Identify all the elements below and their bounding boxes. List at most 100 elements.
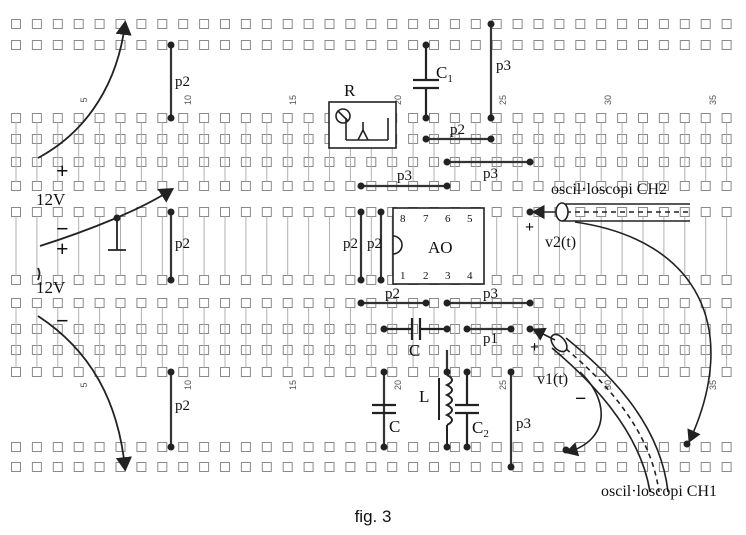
breadboard-hole	[345, 181, 356, 191]
breadboard-hole	[366, 442, 377, 452]
breadboard-hole	[429, 113, 439, 123]
breadboard-hole	[261, 442, 272, 452]
breadboard-hole	[408, 19, 419, 29]
breadboard-hole	[73, 442, 84, 452]
column-number: 35	[708, 95, 718, 105]
breadboard-hole	[617, 442, 628, 452]
breadboard-hole	[617, 19, 628, 29]
breadboard-hole	[31, 462, 42, 472]
breadboard-hole	[157, 19, 168, 29]
breadboard-hole	[115, 298, 126, 308]
column-number: 30	[603, 95, 613, 105]
breadboard-hole	[533, 181, 544, 191]
breadboard-hole	[721, 275, 732, 285]
opamp-pin-1: 1	[400, 270, 406, 282]
breadboard-hole	[240, 298, 251, 308]
breadboard-hole	[220, 367, 230, 377]
breadboard-hole	[115, 367, 126, 377]
breadboard-hole	[596, 442, 607, 452]
breadboard-hole	[199, 367, 210, 377]
inductor-label: L	[419, 387, 429, 406]
breadboard-hole	[638, 442, 648, 452]
breadboard-hole	[220, 181, 230, 191]
opamp-pins-top: 8 7 6 5	[400, 213, 473, 225]
breadboard-hole	[178, 181, 189, 191]
breadboard-hole	[31, 442, 42, 452]
breadboard-hole	[31, 367, 42, 377]
breadboard-hole	[700, 275, 711, 285]
label-p2-f: p2	[367, 236, 382, 252]
column-number: 25	[498, 95, 508, 105]
breadboard-hole	[638, 367, 648, 377]
capacitor-c-left-label: C	[389, 417, 400, 436]
breadboard-hole	[11, 19, 21, 29]
breadboard-hole	[408, 40, 419, 50]
breadboard-hole	[617, 275, 628, 285]
breadboard-hole	[282, 181, 293, 191]
breadboard-hole	[470, 181, 481, 191]
source-top-minus: −	[56, 216, 69, 241]
breadboard-hole	[575, 275, 586, 285]
breadboard-hole	[596, 19, 607, 29]
breadboard-hole	[157, 442, 168, 452]
breadboard-hole	[408, 462, 419, 472]
breadboard-hole	[136, 19, 147, 29]
breadboard-hole	[136, 298, 147, 308]
breadboard-hole	[240, 181, 251, 191]
label-p1: p1	[483, 331, 498, 347]
opamp-pin-6: 6	[445, 213, 451, 225]
breadboard-hole	[199, 19, 210, 29]
breadboard-hole	[679, 113, 690, 123]
breadboard-hole	[94, 275, 105, 285]
source-top-wires	[37, 20, 175, 251]
breadboard-hole	[199, 275, 210, 285]
capacitor-c1	[413, 45, 439, 118]
breadboard-hole	[115, 181, 126, 191]
source-top-voltage: 12V	[36, 190, 66, 209]
breadboard-hole	[512, 40, 523, 50]
breadboard-hole	[387, 367, 398, 377]
breadboard-hole	[596, 40, 607, 50]
breadboard-hole	[470, 442, 481, 452]
probe-ch2-label: oscil·loscopi CH2	[551, 181, 667, 198]
capacitor-c-left	[372, 403, 396, 415]
breadboard-hole	[721, 298, 732, 308]
breadboard-hole	[282, 298, 293, 308]
breadboard-hole	[408, 367, 419, 377]
breadboard-hole	[240, 275, 251, 285]
breadboard-hole	[700, 442, 711, 452]
label-p3-b: p3	[483, 166, 498, 182]
breadboard-hole	[178, 462, 189, 472]
probe-v1-label: v1(t)	[537, 371, 568, 388]
breadboard-hole	[11, 298, 21, 308]
breadboard-hole	[11, 181, 21, 191]
label-p2-g: p2	[385, 286, 400, 302]
breadboard-hole	[73, 207, 84, 217]
breadboard-hole	[596, 113, 607, 123]
column-number: 10	[183, 380, 193, 390]
breadboard-hole	[345, 40, 356, 50]
breadboard-hole	[491, 462, 502, 472]
breadboard-hole	[136, 113, 147, 123]
breadboard-hole	[261, 367, 272, 377]
breadboard-hole	[11, 275, 21, 285]
breadboard-hole	[115, 442, 126, 452]
breadboard-hole	[638, 298, 648, 308]
opamp-pin-8: 8	[400, 213, 406, 225]
breadboard-hole	[596, 275, 607, 285]
breadboard-hole	[157, 298, 168, 308]
breadboard-hole	[512, 442, 523, 452]
breadboard-hole	[11, 367, 21, 377]
breadboard-holes	[11, 19, 732, 472]
breadboard-hole	[554, 19, 565, 29]
opamp-ao	[392, 207, 485, 285]
capacitor-c-mid-label: C	[409, 341, 420, 360]
breadboard-hole	[345, 19, 356, 29]
breadboard-hole	[345, 298, 356, 308]
breadboard-hole	[52, 40, 63, 50]
breadboard-hole	[199, 181, 210, 191]
breadboard-hole	[554, 275, 565, 285]
breadboard-hole	[387, 19, 398, 29]
breadboard-hole	[470, 367, 481, 377]
breadboard-hole	[220, 113, 230, 123]
